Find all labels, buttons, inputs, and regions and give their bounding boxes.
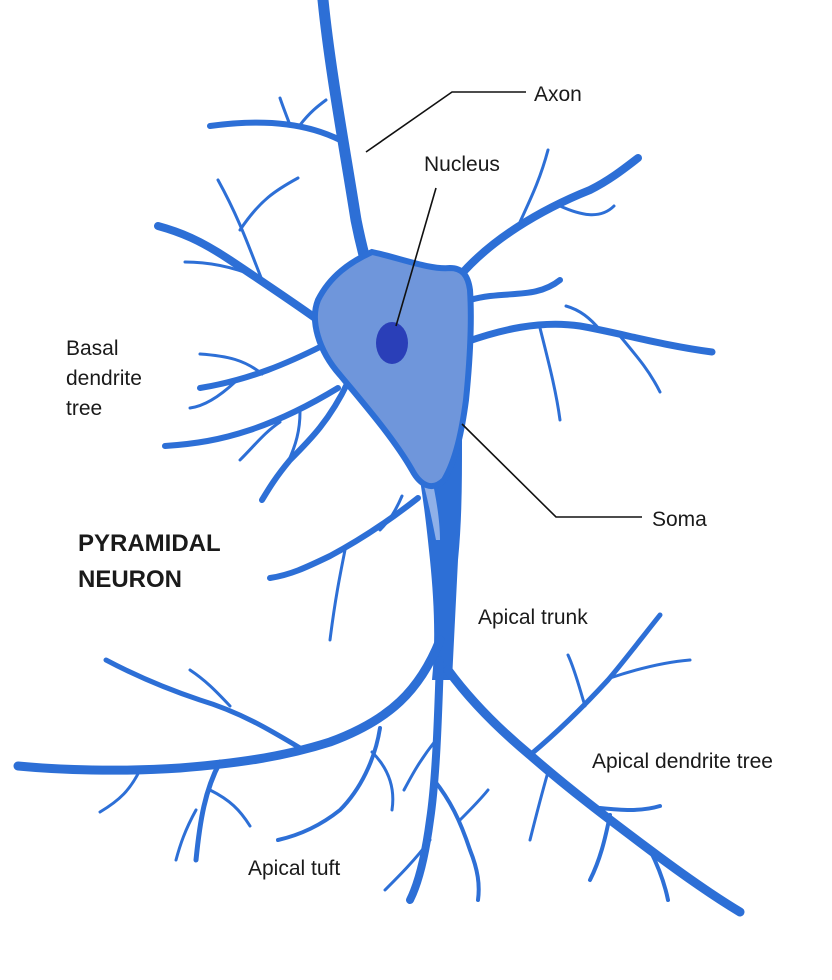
label-axon: Axon: [534, 83, 582, 106]
soma: [312, 248, 474, 490]
nucleus: [376, 322, 408, 364]
axon-leader: [365, 91, 526, 153]
soma-leader: [461, 423, 642, 518]
mid-left-dendrite: [267, 494, 421, 642]
apical-dendrite-tree: [443, 612, 745, 917]
leader-lines: [365, 91, 642, 518]
soma-body: [312, 248, 474, 490]
axon: [207, 0, 374, 276]
basal-dendrite-tree: [154, 176, 351, 503]
label-apical-trunk: Apical trunk: [478, 606, 588, 629]
label-apical-tuft: Apical tuft: [248, 857, 341, 880]
soma-dendrites-right: [454, 148, 716, 422]
diagram-title-line1: PYRAMIDAL: [78, 530, 221, 557]
label-basal-line2: dendrite: [66, 367, 142, 390]
apical-tuft: [13, 635, 490, 904]
diagram-title-line2: NEURON: [78, 566, 183, 593]
label-basal-line1: Basal: [66, 337, 119, 360]
label-apical-dendrite-tree: Apical dendrite tree: [592, 750, 773, 773]
label-basal-line3: tree: [66, 397, 103, 420]
label-soma: Soma: [652, 508, 707, 531]
label-nucleus: Nucleus: [424, 153, 500, 176]
nucleus-leader: [395, 187, 437, 327]
